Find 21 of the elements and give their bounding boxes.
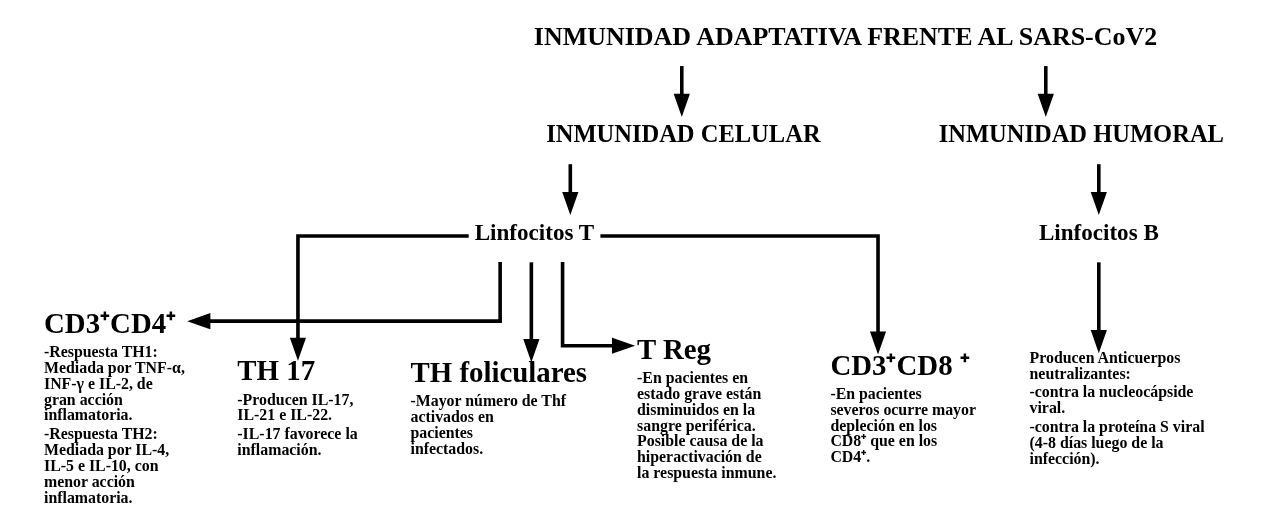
arrow	[289, 234, 469, 361]
node-text: Producen Anticuerpos neutralizantes: -contra la nucleocápside viral. -contra la proteína S viral (4-8 días luego de la infección).	[1029, 348, 1205, 467]
arrow	[560, 262, 635, 354]
node-text: T Reg -En pacientes en estado grave están disminuidos en la sangre periférica. Posible causa de la hiperactivación de la respuesta inmune.	[636, 332, 776, 482]
arrow	[673, 66, 690, 117]
arrow	[599, 234, 886, 355]
node-text: CD3⁺CD8 ⁺ -En pacientes severos ocurre mayor depleción en los CD8⁺ que en los CD4⁺.	[829, 348, 976, 466]
arrow	[1090, 262, 1107, 354]
node-text: Linfocitos T	[474, 219, 594, 246]
node-text: TH foliculares -Mayor número de Thf activados en pacientes infectados.	[410, 355, 587, 457]
node-text: INMUNIDAD CELULAR	[545, 120, 821, 148]
node-text: CD3⁺CD4⁺ -Respuesta TH1: Mediada por TNF-α, INF-γ e IL-2, de gran acción inflamatoria. -Respuesta TH2: Mediada por IL-4, IL-5 e IL-10, con menor acción inflamatoria.	[43, 306, 185, 506]
node-text: TH 17 -Producen IL-17, IL-21 e IL-22. -IL-17 favorece la inflamación.	[236, 354, 358, 459]
node-text: INMUNIDAD ADAPTATIVA FRENTE AL SARS-CoV2	[533, 21, 1157, 51]
node-text: Linfocitos B	[1038, 219, 1159, 246]
arrow	[1090, 164, 1107, 216]
node-text: INMUNIDAD HUMORAL	[938, 120, 1224, 148]
arrow	[1037, 66, 1054, 117]
arrow	[561, 164, 578, 216]
arrow	[186, 262, 502, 330]
arrow	[522, 262, 539, 363]
